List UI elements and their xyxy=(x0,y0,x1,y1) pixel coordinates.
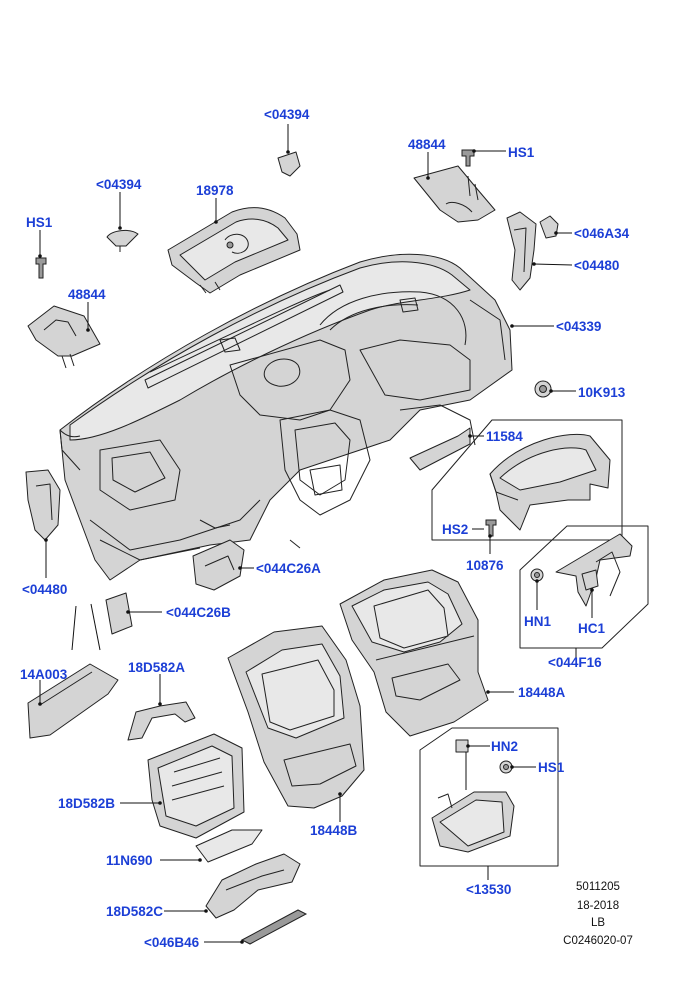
label-04394-left[interactable]: <04394 xyxy=(96,177,142,192)
label-11N690[interactable]: 11N690 xyxy=(106,853,153,868)
clip-hc1 xyxy=(581,569,599,591)
clip-04394-left xyxy=(106,229,139,252)
leader-lines xyxy=(39,124,593,943)
label-48844-top[interactable]: 48844 xyxy=(408,137,446,152)
bracket-48844-left xyxy=(27,305,101,369)
label-04394-top[interactable]: <04394 xyxy=(264,107,310,122)
label-hs2[interactable]: HS2 xyxy=(442,522,468,537)
label-044F16[interactable]: <044F16 xyxy=(548,655,602,670)
trim-046B46 xyxy=(240,909,308,945)
label-18978[interactable]: 18978 xyxy=(196,183,234,198)
box-module xyxy=(419,727,559,867)
label-04339[interactable]: <04339 xyxy=(556,319,601,334)
grommet-10K913 xyxy=(534,380,552,398)
box-cluster xyxy=(431,419,623,541)
bracket-18D582C xyxy=(205,853,301,919)
label-hc1[interactable]: HC1 xyxy=(578,621,605,636)
label-48844-left[interactable]: 48844 xyxy=(68,287,106,302)
footer-line-1: 5011205 xyxy=(576,881,620,893)
cover-18978 xyxy=(167,207,301,294)
label-hs1-top[interactable]: HS1 xyxy=(508,145,535,160)
label-13530[interactable]: <13530 xyxy=(466,882,511,897)
part-labels: <04394 48844 HS1 <04394 18978 HS1 <046A3… xyxy=(20,107,630,950)
reference-footer: 5011205 18-2018 LB C0246020-07 xyxy=(563,881,633,947)
label-046B46[interactable]: <046B46 xyxy=(144,935,200,950)
bracket-48844-right xyxy=(413,165,496,223)
footer-line-2: 18-2018 xyxy=(577,900,619,912)
label-046A34[interactable]: <046A34 xyxy=(574,226,630,241)
label-14A003[interactable]: 14A003 xyxy=(20,667,68,682)
label-11584[interactable]: 11584 xyxy=(486,429,523,444)
screw-hs1-left xyxy=(35,257,47,279)
label-18448B[interactable]: 18448B xyxy=(310,823,358,838)
bezel-18448B xyxy=(227,625,365,809)
module-18D582B xyxy=(147,733,245,839)
label-18D582C[interactable]: 18D582C xyxy=(106,904,163,919)
label-04480-right[interactable]: <04480 xyxy=(574,258,619,273)
bracket-11584 xyxy=(409,427,471,471)
screw-hs2 xyxy=(485,519,497,537)
label-18D582B[interactable]: 18D582B xyxy=(58,796,115,811)
label-044C26A[interactable]: <044C26A xyxy=(256,561,321,576)
footer-line-4: C0246020-07 xyxy=(563,935,633,947)
label-hs1-bottom[interactable]: HS1 xyxy=(538,760,565,775)
label-18D582A[interactable]: 18D582A xyxy=(128,660,185,675)
bezel-18448A xyxy=(339,569,489,737)
screw-hs1-top xyxy=(461,149,475,167)
label-18448A[interactable]: 18448A xyxy=(518,685,566,700)
nut-hn2 xyxy=(455,739,469,753)
label-10876[interactable]: 10876 xyxy=(466,558,504,573)
label-hn1[interactable]: HN1 xyxy=(524,614,551,629)
label-hn2[interactable]: HN2 xyxy=(491,739,518,754)
label-044C26B[interactable]: <044C26B xyxy=(166,605,231,620)
label-10K913[interactable]: 10K913 xyxy=(578,385,626,400)
clip-046A34 xyxy=(539,215,559,239)
box-harness xyxy=(519,525,649,649)
bracket-044C26A xyxy=(192,539,245,591)
bracket-18D582A xyxy=(127,701,196,741)
bracket-04480-left xyxy=(25,469,61,541)
bracket-04480-right xyxy=(506,211,537,291)
pad-11N690 xyxy=(195,829,263,863)
nut-hn1 xyxy=(530,568,544,582)
label-04480-left[interactable]: <04480 xyxy=(22,582,67,597)
clip-04394-top xyxy=(277,151,301,177)
leader-dots xyxy=(38,149,594,944)
footer-line-3: LB xyxy=(591,917,605,929)
label-hs1-left[interactable]: HS1 xyxy=(26,215,53,230)
bracket-044C26B xyxy=(105,592,133,635)
instrument-panel-04339 xyxy=(59,253,513,581)
lower-panel-14A003 xyxy=(27,663,119,739)
